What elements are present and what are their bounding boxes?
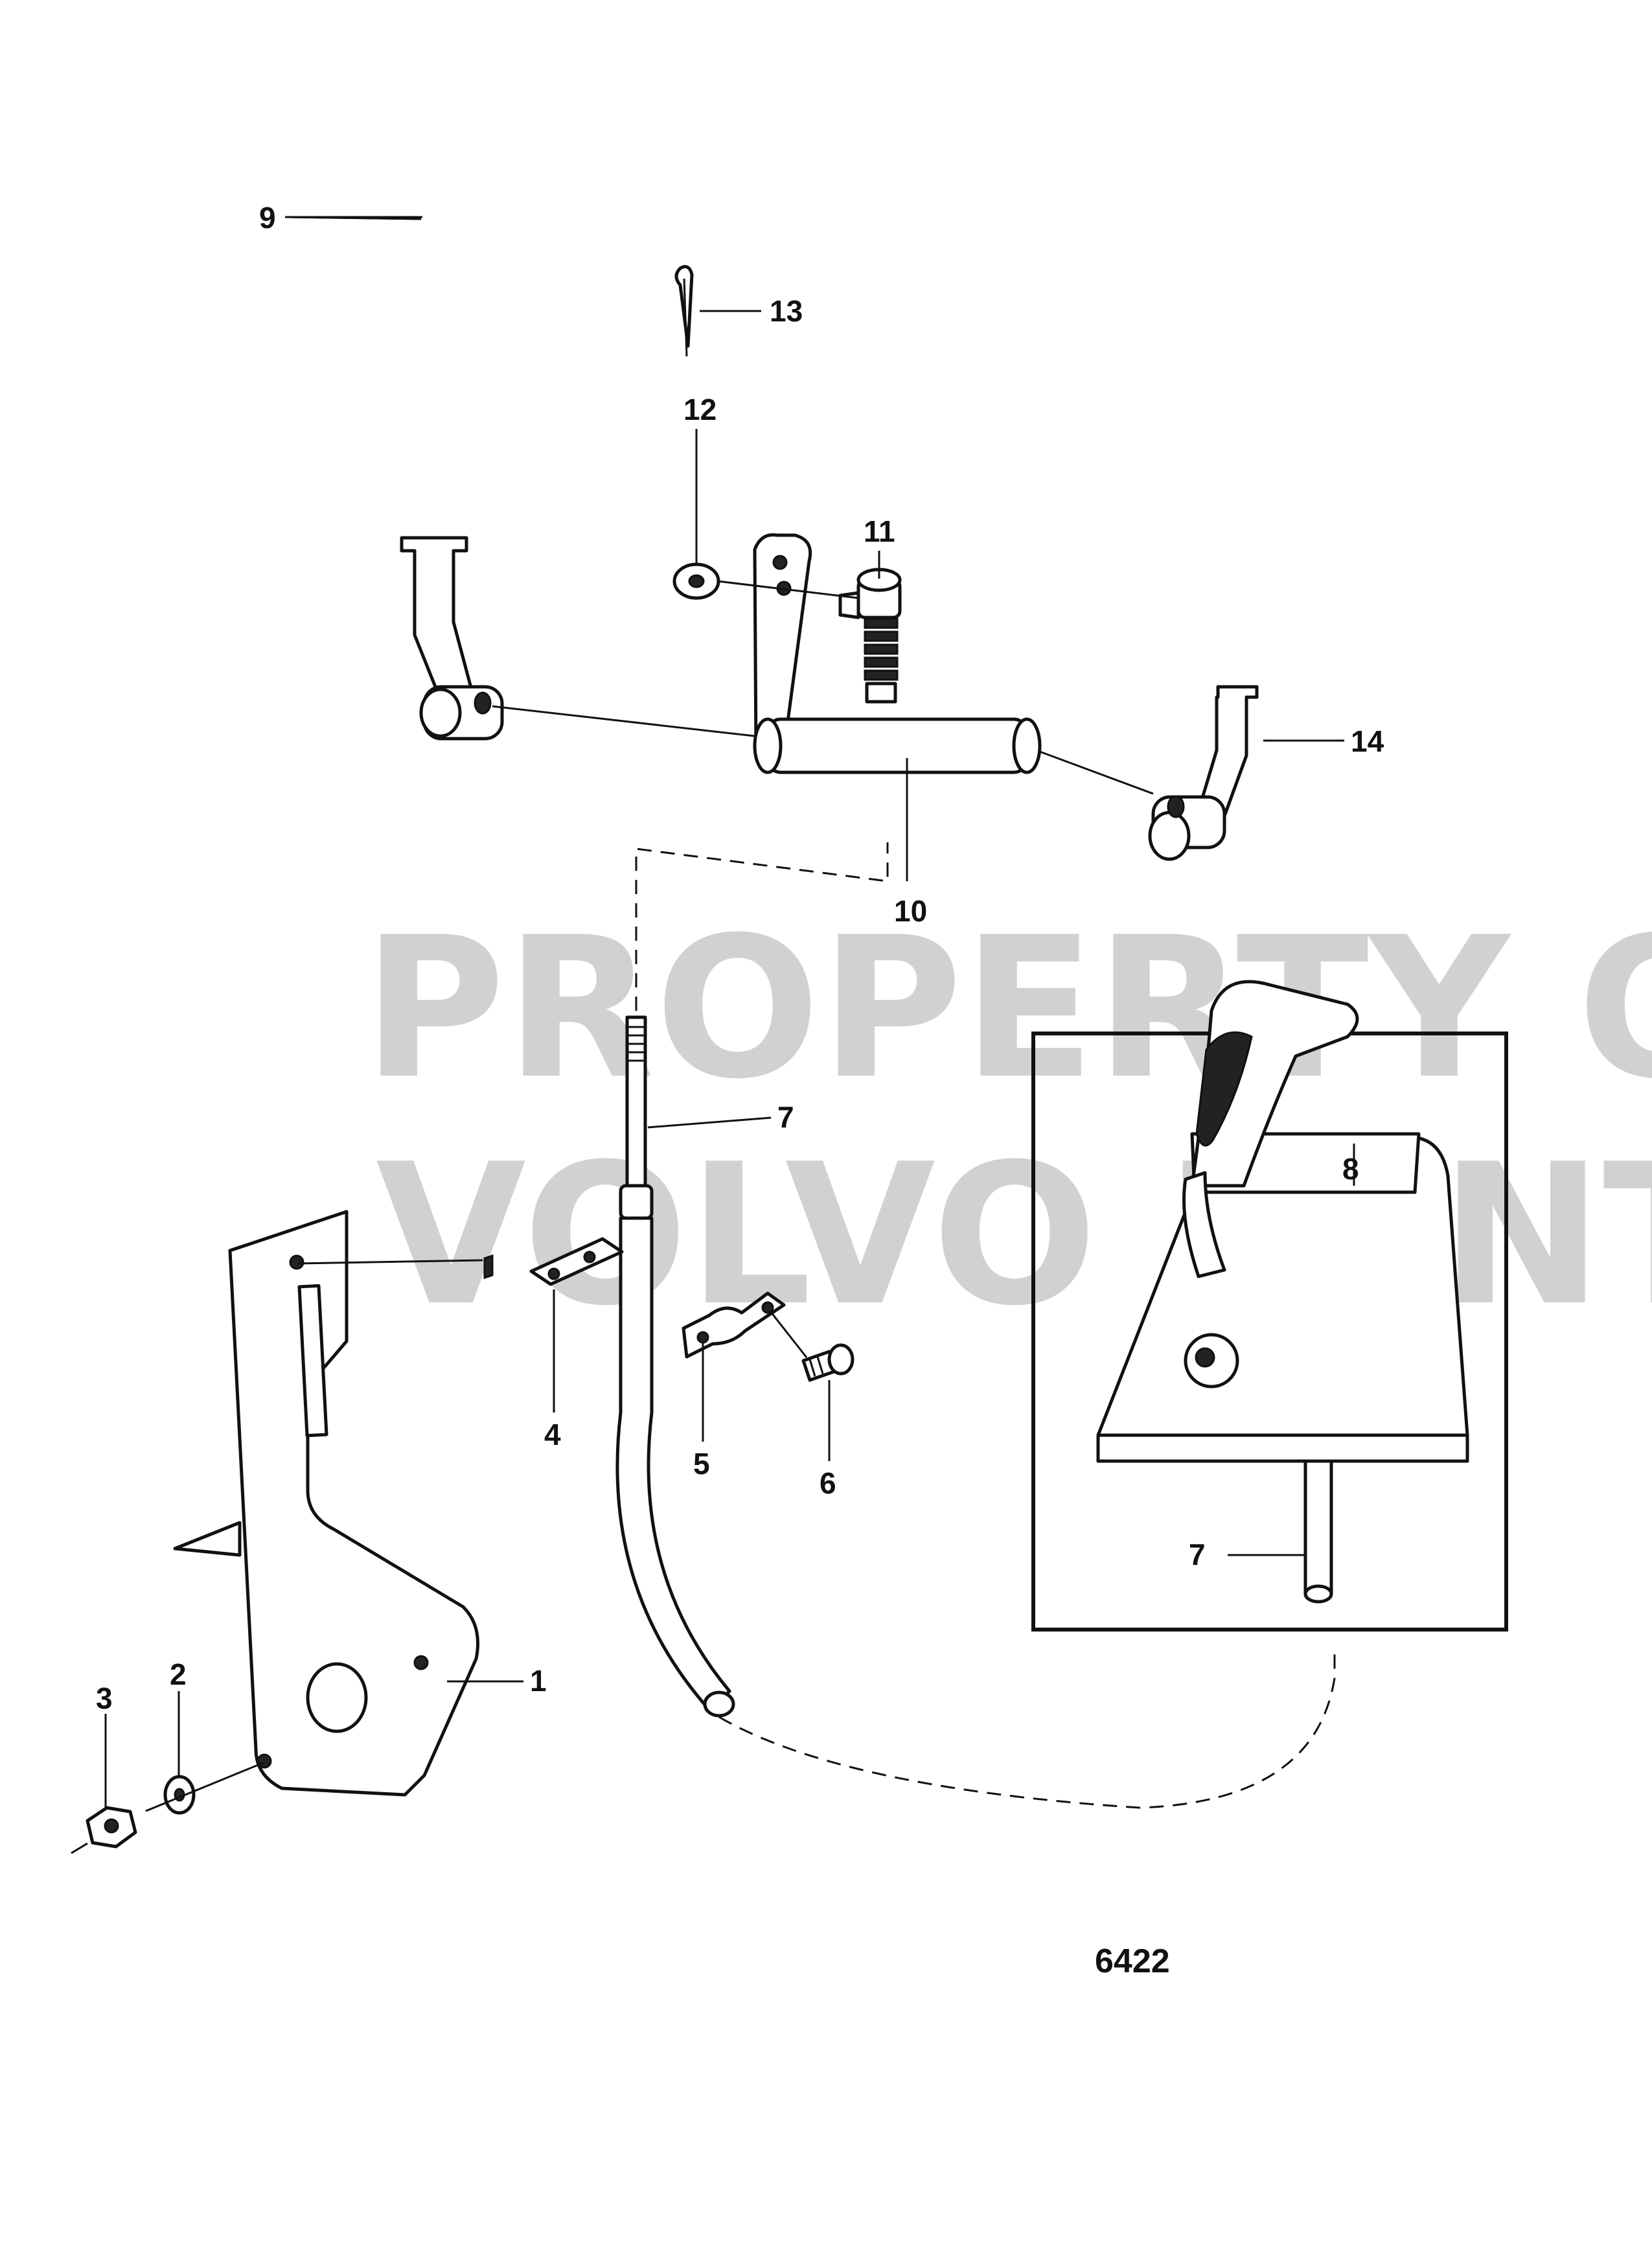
callout-1: 1 <box>530 1664 547 1698</box>
cable-thread <box>627 1026 645 1062</box>
link-dashed-top <box>635 842 889 1011</box>
callout-6: 6 <box>820 1466 836 1500</box>
part-4-plate <box>483 1237 624 1286</box>
callout-8: 8 <box>1342 1152 1359 1186</box>
callout-5: 5 <box>693 1447 710 1481</box>
leader-9 <box>288 216 422 220</box>
part-3-nut <box>86 1806 137 1849</box>
part-7-control-cable <box>615 1015 735 1718</box>
callout-13: 13 <box>770 294 803 328</box>
spring-coil <box>864 617 899 681</box>
callout-4: 4 <box>544 1418 561 1451</box>
callout-3: 3 <box>96 1681 113 1715</box>
callout-2: 2 <box>170 1657 187 1691</box>
watermark-line-1: PROPERTY OF <box>363 895 1652 1122</box>
part-13-cotter-pin <box>674 265 694 357</box>
callout-7-control: 7 <box>1189 1538 1206 1571</box>
callout-10: 10 <box>894 894 927 928</box>
watermark-line-2: VOLVO PENTA <box>376 1122 1652 1348</box>
callout-7-cable: 7 <box>777 1100 794 1134</box>
diagram-number: 6422 <box>1095 1943 1170 1980</box>
part-2-lock-washer <box>163 1775 196 1815</box>
part-9-left-lever <box>400 536 504 741</box>
callout-11: 11 <box>864 514 895 548</box>
callouts: 13 12 11 9 14 10 7 8 4 5 6 7 1 2 3 <box>96 201 1384 1715</box>
part-10-shaft-arm <box>753 533 1042 774</box>
callout-14: 14 <box>1351 724 1384 758</box>
part-6-screw <box>801 1343 855 1382</box>
inset-control-box <box>1031 980 1508 1632</box>
part-14-right-lever <box>1148 685 1259 861</box>
callout-12: 12 <box>683 393 717 426</box>
link-dashed-bottom <box>718 1649 1336 1809</box>
callout-9: 9 <box>259 201 276 235</box>
part-12-washer <box>672 562 720 600</box>
part-11-spring-pin <box>838 568 902 704</box>
